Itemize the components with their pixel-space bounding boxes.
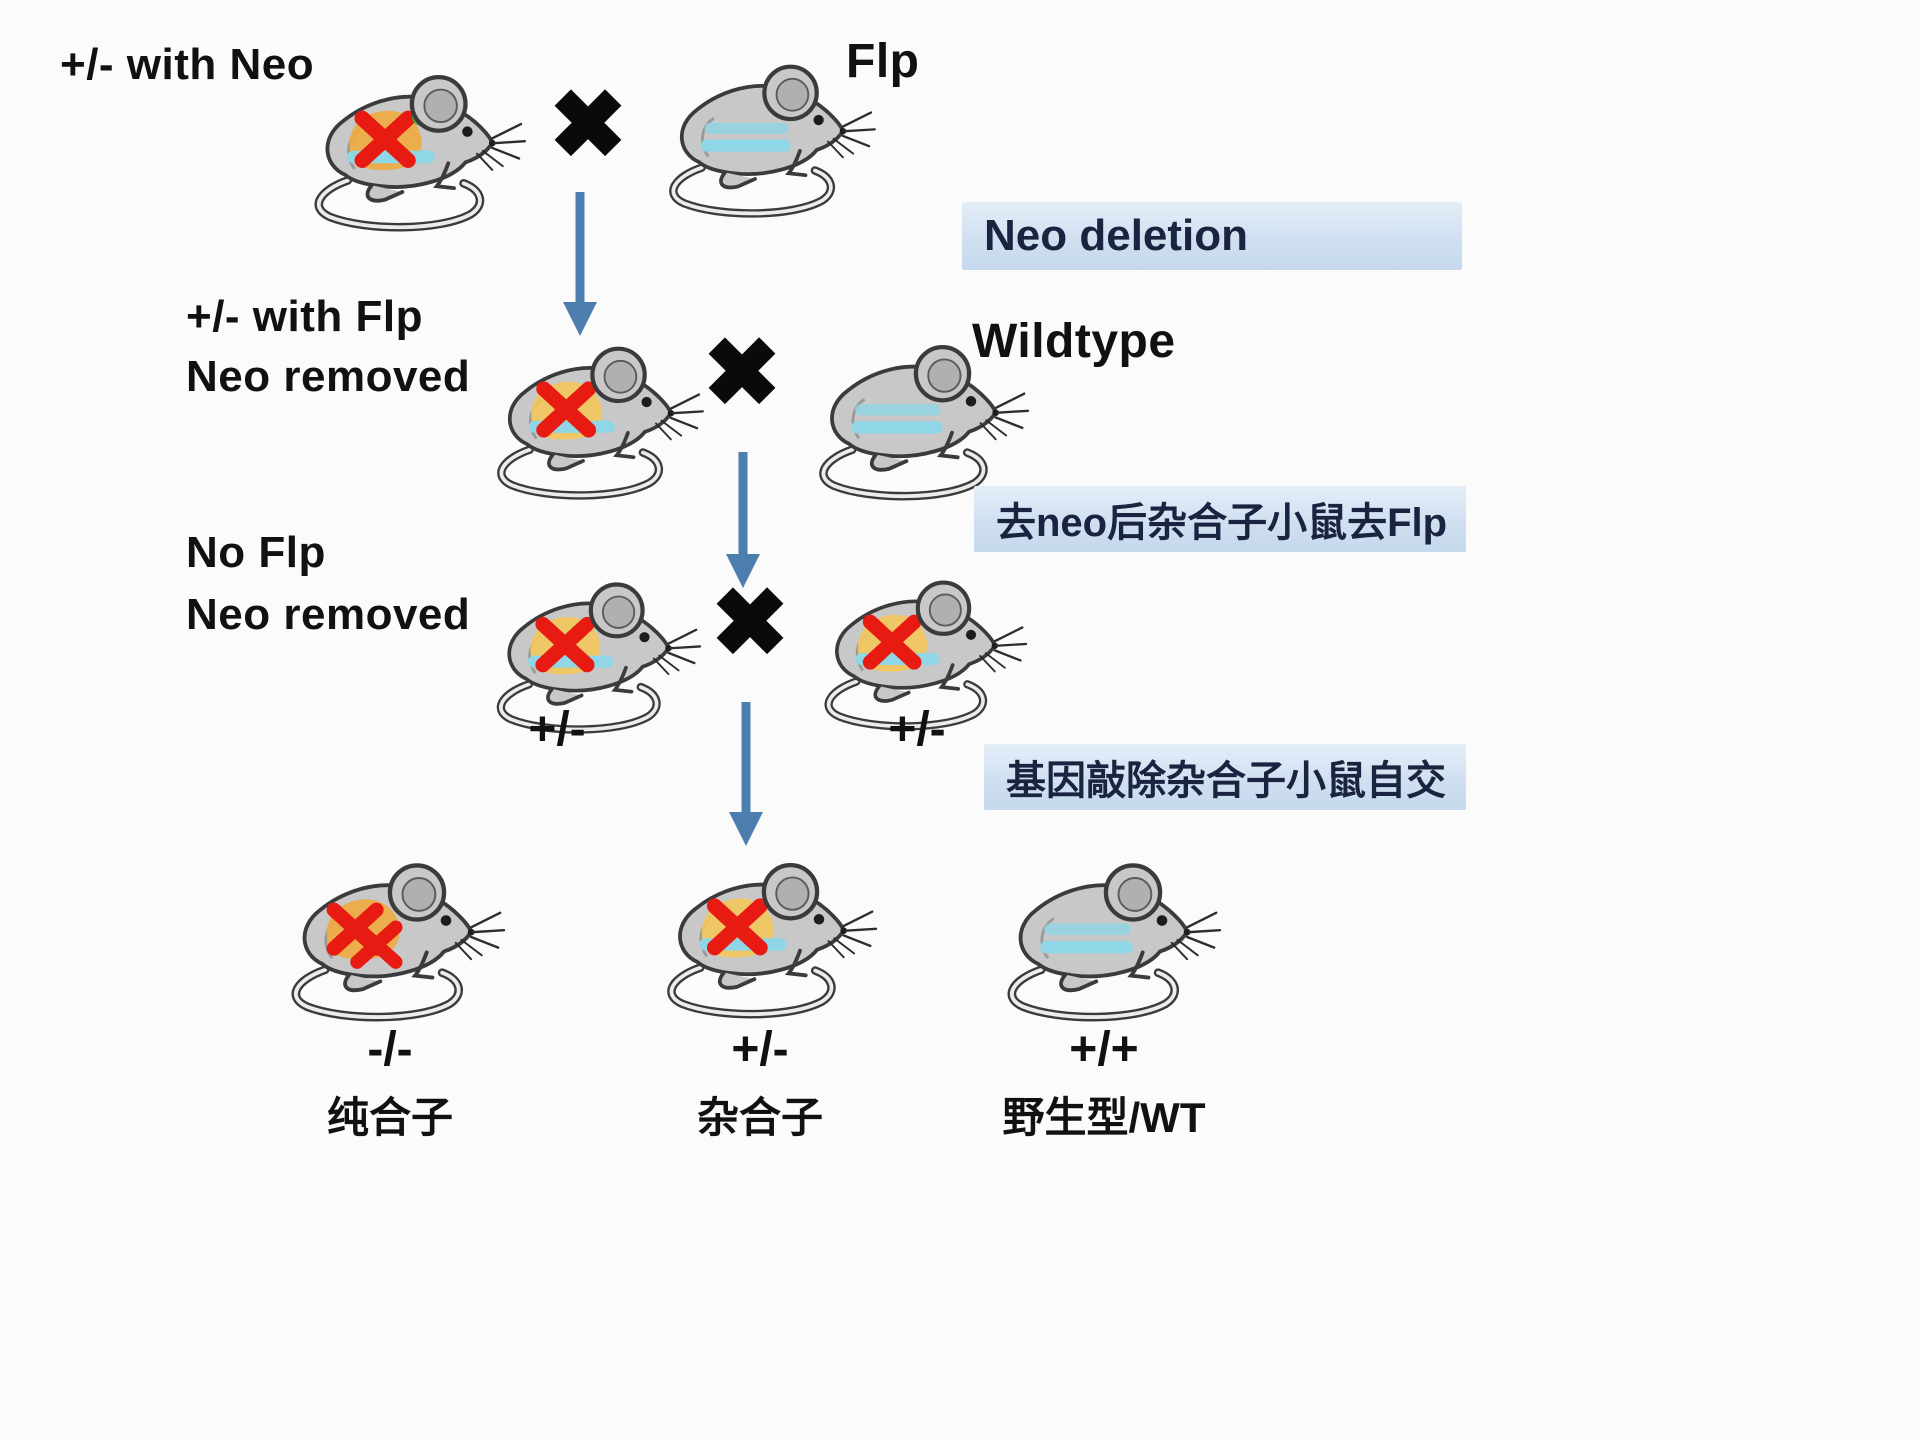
- mouse-het-noflp-right: [806, 564, 1028, 734]
- cross-breeding-icon-1: ✖: [548, 72, 628, 177]
- callout-remove-flp: 去neo后杂合子小鼠去Flp: [974, 486, 1466, 552]
- label-flp: Flp: [846, 35, 920, 88]
- label-het-with-flp-line1: +/- with Flp: [186, 292, 423, 341]
- mouse-het-noflp-left: [478, 566, 702, 737]
- mouse-homozygous: [272, 846, 506, 1025]
- mouse-het-flp: [478, 330, 704, 503]
- cross-breeding-icon-2: ✖: [702, 320, 782, 425]
- callout-neo-deletion: Neo deletion: [962, 202, 1462, 270]
- mouse-wildtype-offspring: [988, 846, 1222, 1025]
- genotype-label-row3-left: +/-: [528, 703, 586, 756]
- callout-remove-flp-text: 去neo后杂合子小鼠去Flp: [996, 501, 1448, 545]
- offspring-genotype-homozygous: -/-: [367, 1023, 413, 1076]
- offspring-name-heterozygous: 杂合子: [696, 1094, 823, 1141]
- callout-self-cross-text: 基因敲除杂合子小鼠自交: [1006, 759, 1446, 803]
- offspring-name-wildtype: 野生型/WT: [1002, 1094, 1206, 1141]
- label-no-flp-line2: Neo removed: [186, 590, 471, 639]
- offspring-genotype-wildtype: +/+: [1069, 1023, 1139, 1076]
- offspring-genotype-heterozygous: +/-: [731, 1023, 789, 1076]
- callout-self-cross: 基因敲除杂合子小鼠自交: [984, 744, 1466, 810]
- label-het-with-flp-line2: Neo removed: [186, 352, 471, 401]
- mouse-het-neo: [295, 58, 527, 235]
- mouse-flp: [650, 48, 876, 221]
- mouse-wildtype: [800, 328, 1030, 504]
- label-het-with-neo: +/- with Neo: [60, 40, 315, 89]
- offspring-name-homozygous: 纯合子: [326, 1094, 453, 1141]
- cross-breeding-icon-3: ✖: [710, 570, 790, 675]
- label-no-flp-line1: No Flp: [186, 528, 326, 577]
- mouse-heterozygous: [648, 846, 878, 1022]
- genotype-label-row3-right: +/-: [888, 703, 946, 756]
- down-arrow-icon-1: [563, 192, 597, 336]
- down-arrow-icon-2: [726, 452, 760, 588]
- label-wildtype: Wildtype: [972, 315, 1176, 368]
- down-arrow-icon-3: [729, 702, 763, 846]
- callout-neo-deletion-text: Neo deletion: [984, 211, 1249, 260]
